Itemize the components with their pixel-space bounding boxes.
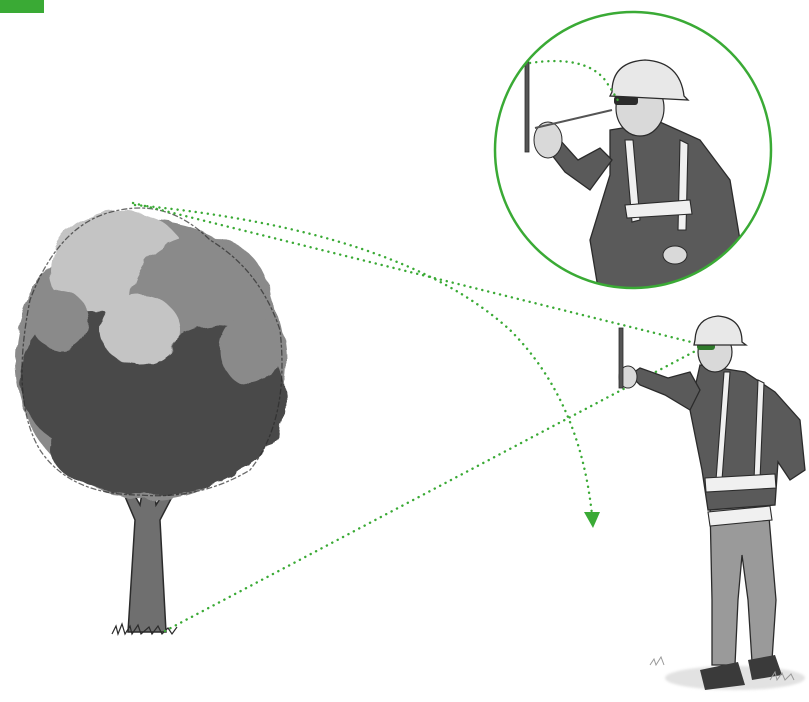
tree-foliage — [15, 210, 285, 500]
worker — [619, 316, 805, 690]
arrowhead-down-icon — [584, 512, 600, 528]
inset-stick — [525, 62, 529, 152]
worker-helmet — [694, 316, 746, 345]
tree — [15, 208, 285, 634]
measuring-stick — [619, 328, 623, 388]
inset-hip-hand — [663, 246, 687, 264]
worker-arm — [630, 368, 700, 410]
inset-detail — [495, 12, 771, 300]
worker-pants — [710, 505, 776, 665]
